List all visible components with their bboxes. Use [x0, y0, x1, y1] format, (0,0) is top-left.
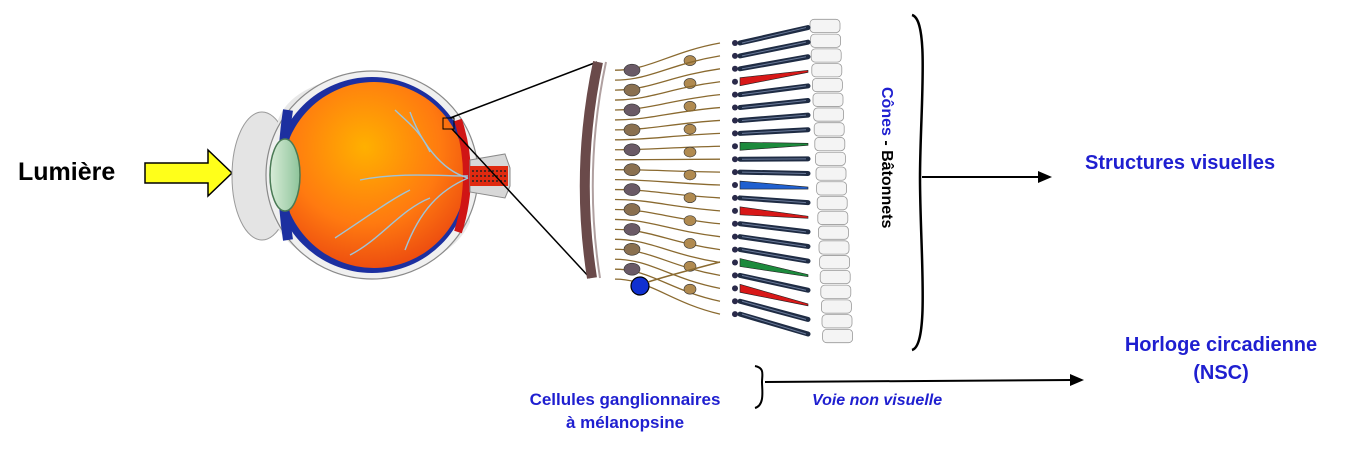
melanopsin-cell-icon [631, 277, 649, 295]
brace-icon [912, 15, 923, 350]
rgc-line-2: à mélanopsine [500, 411, 750, 434]
circadian-clock-line-1: Horloge circadienne [1090, 331, 1352, 359]
photoreceptor-nucleus [732, 79, 738, 85]
light-label: Lumière [18, 158, 115, 187]
epithelium-cell [812, 78, 842, 91]
epithelium-cell [811, 34, 841, 47]
photoreceptor-nucleus [732, 234, 738, 240]
epithelium-cell [821, 285, 851, 298]
epithelium-cell [810, 19, 840, 32]
cone-cell [740, 207, 808, 218]
rgc-line-1: Cellules ganglionnaires [500, 388, 750, 411]
epithelium-cell [818, 226, 848, 239]
bipolar-cell [684, 216, 696, 226]
bipolar-cell [684, 284, 696, 294]
rods-label: Bâtonnets [878, 150, 895, 228]
photoreceptor-nucleus [732, 143, 738, 149]
epithelium-cell [816, 167, 846, 180]
epithelium-cell [823, 329, 853, 342]
epithelium-cell [819, 241, 849, 254]
visual-structures-label: Structures visuelles [1085, 152, 1275, 175]
bipolar-cell [684, 124, 696, 134]
ganglion-cell [624, 164, 640, 176]
ganglion-cell [624, 64, 640, 76]
photoreceptor-nucleus [732, 221, 738, 227]
ganglion-cell [624, 223, 640, 235]
arrow-icon [922, 171, 1052, 183]
epithelium-cell [822, 315, 852, 328]
zoom-line-top [450, 62, 597, 118]
brace-icon [755, 366, 762, 408]
photoreceptor-nucleus [732, 117, 738, 123]
epithelium-cell [818, 211, 848, 224]
epithelium-cell [813, 93, 843, 106]
photoreceptor-nucleus [732, 130, 738, 136]
ganglion-cell [624, 184, 640, 196]
arrow-icon [765, 374, 1084, 386]
ganglion-cell [624, 203, 640, 215]
epithelium-cell [817, 197, 847, 210]
photoreceptor-nucleus [732, 260, 738, 266]
rod-highlight [742, 57, 806, 69]
epithelium-cell [820, 256, 850, 269]
cone-cell [740, 70, 808, 85]
epithelium-cell [812, 64, 842, 77]
ganglion-cell [624, 104, 640, 116]
ganglion-cell [624, 144, 640, 156]
photoreceptor-nucleus [732, 285, 738, 291]
epithelium-cell [820, 270, 850, 283]
melanopsin-ganglion-cells-label: Cellules ganglionnaires à mélanopsine [500, 388, 750, 434]
rod-highlight [742, 250, 806, 261]
bipolar-cell [684, 238, 696, 248]
yellow-arrow-icon [145, 150, 232, 196]
cones-label: Cônes [878, 87, 895, 136]
photoreceptor-nucleus [732, 298, 738, 304]
rod-highlight [742, 224, 806, 232]
bipolar-cell [684, 193, 696, 203]
circadian-clock-line-2: (NSC) [1090, 359, 1352, 387]
photoreceptor-nucleus [732, 311, 738, 317]
bipolar-cell [684, 170, 696, 180]
rod-highlight [742, 42, 806, 56]
photoreceptor-nucleus [732, 53, 738, 59]
epithelium-cell [814, 123, 844, 136]
photoreceptor-nucleus [732, 169, 738, 175]
epithelium-cell [815, 137, 845, 150]
photoreceptor-nucleus [732, 195, 738, 201]
non-visual-pathway-label: Voie non visuelle [812, 392, 942, 410]
photoreceptor-nucleus [732, 105, 738, 111]
epithelium-cell [817, 182, 847, 195]
eye-cross-section-icon [232, 71, 510, 279]
epithelium-cell [821, 300, 851, 313]
rod-highlight [742, 28, 806, 43]
photoreceptor-nucleus [732, 92, 738, 98]
photoreceptor-nucleus [732, 247, 738, 253]
photoreceptor-nucleus [732, 66, 738, 72]
ganglion-cell [624, 263, 640, 275]
rod-highlight [742, 86, 806, 95]
nerve-fiber [615, 159, 720, 160]
photoreceptor-nucleus [732, 40, 738, 46]
epithelium-cell [815, 152, 845, 165]
cone-cell [740, 142, 808, 150]
epithelium-cell [814, 108, 844, 121]
retina-layers-icon [585, 19, 853, 342]
ganglion-cell [624, 84, 640, 96]
photoreceptor-nucleus [732, 156, 738, 162]
ganglion-cell [624, 124, 640, 136]
ganglion-cell [624, 243, 640, 255]
epithelium-cell [811, 49, 841, 62]
rod-highlight [742, 237, 806, 247]
photoreceptors-separator: - [878, 136, 895, 150]
bipolar-cell [684, 147, 696, 157]
circadian-clock-label: Horloge circadienne (NSC) [1090, 331, 1352, 387]
photoreceptor-nucleus [732, 182, 738, 188]
photoreceptor-nucleus [732, 208, 738, 214]
photoreceptor-nucleus [732, 272, 738, 278]
cone-cell [740, 181, 808, 189]
